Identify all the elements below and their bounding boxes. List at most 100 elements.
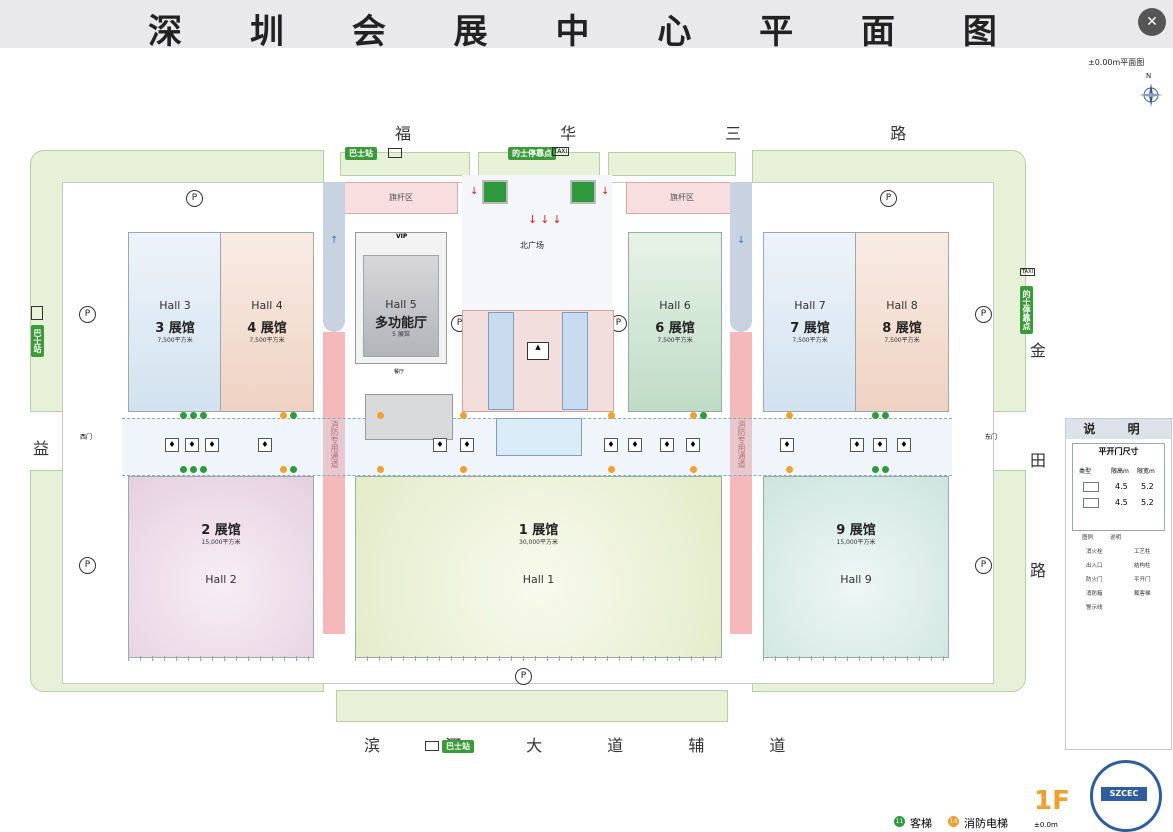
hall-6-area: 7,500平方米 bbox=[657, 337, 693, 344]
door-size-title: 平开门尺寸 bbox=[1098, 447, 1139, 456]
road-west-1: 益 bbox=[33, 439, 50, 458]
elevator-badge-icon: 11 bbox=[894, 816, 905, 827]
close-button[interactable]: ✕ bbox=[1138, 8, 1166, 36]
hall-5-cn: 多功能厅 bbox=[374, 316, 427, 331]
parking-icon: P bbox=[79, 557, 96, 574]
hall-3[interactable]: Hall 3 3 展馆 7,500平方米 bbox=[128, 232, 222, 412]
taxi-icon-east: TAXI bbox=[1020, 268, 1035, 276]
door-size-table: 平开门尺寸 类型 限高m 限宽m 4.5 5.2 4.5 5.2 bbox=[1072, 443, 1165, 531]
row-1-width: 5.2 bbox=[1141, 482, 1154, 491]
compass-icon bbox=[1139, 83, 1163, 107]
road-north: 福 华 三 路 bbox=[395, 124, 979, 143]
elevator-icon bbox=[872, 466, 879, 473]
hall-8-area: 7,500平方米 bbox=[884, 337, 920, 344]
flag-area-left: 旗杆区 bbox=[344, 182, 458, 214]
restroom-icon: ♦ bbox=[604, 438, 618, 452]
restroom-icon: ♦ bbox=[185, 438, 199, 452]
fire-lane-east bbox=[730, 332, 752, 634]
elevator-icon bbox=[882, 466, 889, 473]
hall-4-en: Hall 4 bbox=[251, 299, 283, 312]
elevator-icon bbox=[180, 466, 187, 473]
legend-item: 消火栓 bbox=[1086, 549, 1103, 555]
hall-2-cn: 2 展馆 bbox=[201, 523, 241, 538]
west-gate-label: 西门 bbox=[80, 434, 93, 441]
fire-elevator-label: 消防电梯 bbox=[964, 817, 1008, 830]
escalator-west bbox=[488, 312, 514, 410]
entrance-arrow-icon: ↓ bbox=[470, 186, 479, 197]
restroom-icon: ♦ bbox=[780, 438, 794, 452]
fire-elevator-icon bbox=[280, 412, 287, 419]
door-icon bbox=[1083, 482, 1099, 492]
restroom-icon: ♦ bbox=[897, 438, 911, 452]
parking-icon: P bbox=[79, 306, 96, 323]
elevator-icon bbox=[200, 466, 207, 473]
hall-1-column-grid bbox=[355, 656, 720, 661]
bus-icon-south bbox=[425, 741, 439, 751]
elevator-icon bbox=[180, 412, 187, 419]
hall-7[interactable]: Hall 7 7 展馆 7,500平方米 bbox=[763, 232, 857, 412]
fire-elevator-icon bbox=[280, 466, 287, 473]
hall-7-area: 7,500平方米 bbox=[792, 337, 828, 344]
plan-level-label: ±0.00m平面图 bbox=[1088, 58, 1145, 67]
hall-3-cn: 3 展馆 bbox=[155, 321, 195, 336]
hall-9-area: 15,000平方米 bbox=[836, 539, 876, 546]
legend-item: 警示线 bbox=[1086, 605, 1103, 611]
escalator-east bbox=[562, 312, 588, 410]
fire-elevator-icon bbox=[460, 466, 467, 473]
hall-1-cn: 1 展馆 bbox=[518, 523, 559, 538]
title-bar bbox=[0, 0, 1173, 48]
hall-7-cn: 7 展馆 bbox=[790, 321, 830, 336]
parking-icon: P bbox=[186, 190, 203, 207]
taxi-stop-east: 的士停靠点 bbox=[1020, 286, 1033, 334]
hall-6-en: Hall 6 bbox=[659, 299, 691, 312]
hall-9[interactable]: 9 展馆 15,000平方米 Hall 9 bbox=[763, 476, 949, 658]
atrium bbox=[462, 310, 614, 412]
fire-elevator-icon bbox=[377, 412, 384, 419]
hall-6-cn: 6 展馆 bbox=[655, 321, 695, 336]
flag-area-right: 旗杆区 bbox=[626, 182, 738, 214]
service-lane-east bbox=[730, 182, 752, 332]
fire-lane-label-east: 消防专用通道 bbox=[737, 420, 746, 468]
parking-icon: P bbox=[975, 557, 992, 574]
restroom-icon: ♦ bbox=[258, 438, 272, 452]
legend-item: 出入口 bbox=[1086, 563, 1103, 569]
hall-2[interactable]: 2 展馆 15,000平方米 Hall 2 bbox=[128, 476, 314, 658]
hall-1-area: 30,000平方米 bbox=[519, 539, 558, 546]
taxi-icon-north: TAXI bbox=[552, 147, 570, 156]
service-lane-west bbox=[323, 182, 345, 332]
hall-1-en: Hall 1 bbox=[522, 573, 555, 586]
hall-6[interactable]: Hall 6 6 展馆 7,500平方米 bbox=[628, 232, 722, 412]
elevator-icon bbox=[290, 412, 297, 419]
hall-9-column-grid bbox=[763, 656, 947, 661]
green-zone-north-right bbox=[608, 152, 736, 176]
hall-5[interactable]: Hall 5 多功能厅 5 展馆 bbox=[363, 255, 439, 357]
door-icon bbox=[1083, 498, 1099, 508]
restroom-icon: ♦ bbox=[660, 438, 674, 452]
col-width: 限宽m bbox=[1137, 468, 1155, 475]
fire-elevator-icon bbox=[608, 466, 615, 473]
north-plaza-label: 北广场 bbox=[520, 241, 544, 250]
fire-elevator-icon bbox=[786, 466, 793, 473]
entrance-arrows-icon: ↓↓↓ bbox=[528, 213, 565, 226]
elevator-icon bbox=[190, 466, 197, 473]
arrow-up-icon: ↑ bbox=[330, 235, 339, 246]
hall-8[interactable]: Hall 8 8 展馆 7,500平方米 bbox=[855, 232, 949, 412]
hall-5-area: 5 展馆 bbox=[392, 331, 410, 338]
legend-panel: 说 明 平开门尺寸 类型 限高m 限宽m 4.5 5.2 4.5 5.2 图例 … bbox=[1065, 418, 1172, 750]
hall-4[interactable]: Hall 4 4 展馆 7,500平方米 bbox=[220, 232, 314, 412]
hall-3-area: 7,500平方米 bbox=[157, 337, 193, 344]
elevator-icon bbox=[190, 412, 197, 419]
legend-heading: 说 明 bbox=[1066, 419, 1171, 439]
restroom-icon: ♦ bbox=[165, 438, 179, 452]
hall-2-en: Hall 2 bbox=[205, 573, 237, 586]
floor-label: 1F bbox=[1034, 786, 1070, 816]
hall-1[interactable]: 1 展馆 30,000平方米 Hall 1 bbox=[355, 476, 722, 658]
hall-3-en: Hall 3 bbox=[159, 299, 191, 312]
elevator-label: 客梯 bbox=[910, 817, 932, 830]
fire-elevator-icon bbox=[377, 466, 384, 473]
fire-elevator-icon bbox=[786, 412, 793, 419]
metro-icon bbox=[570, 180, 596, 204]
legend-item: 工艺柱 bbox=[1134, 549, 1151, 555]
bus-icon-west bbox=[31, 306, 43, 320]
fire-elevator-icon bbox=[690, 466, 697, 473]
